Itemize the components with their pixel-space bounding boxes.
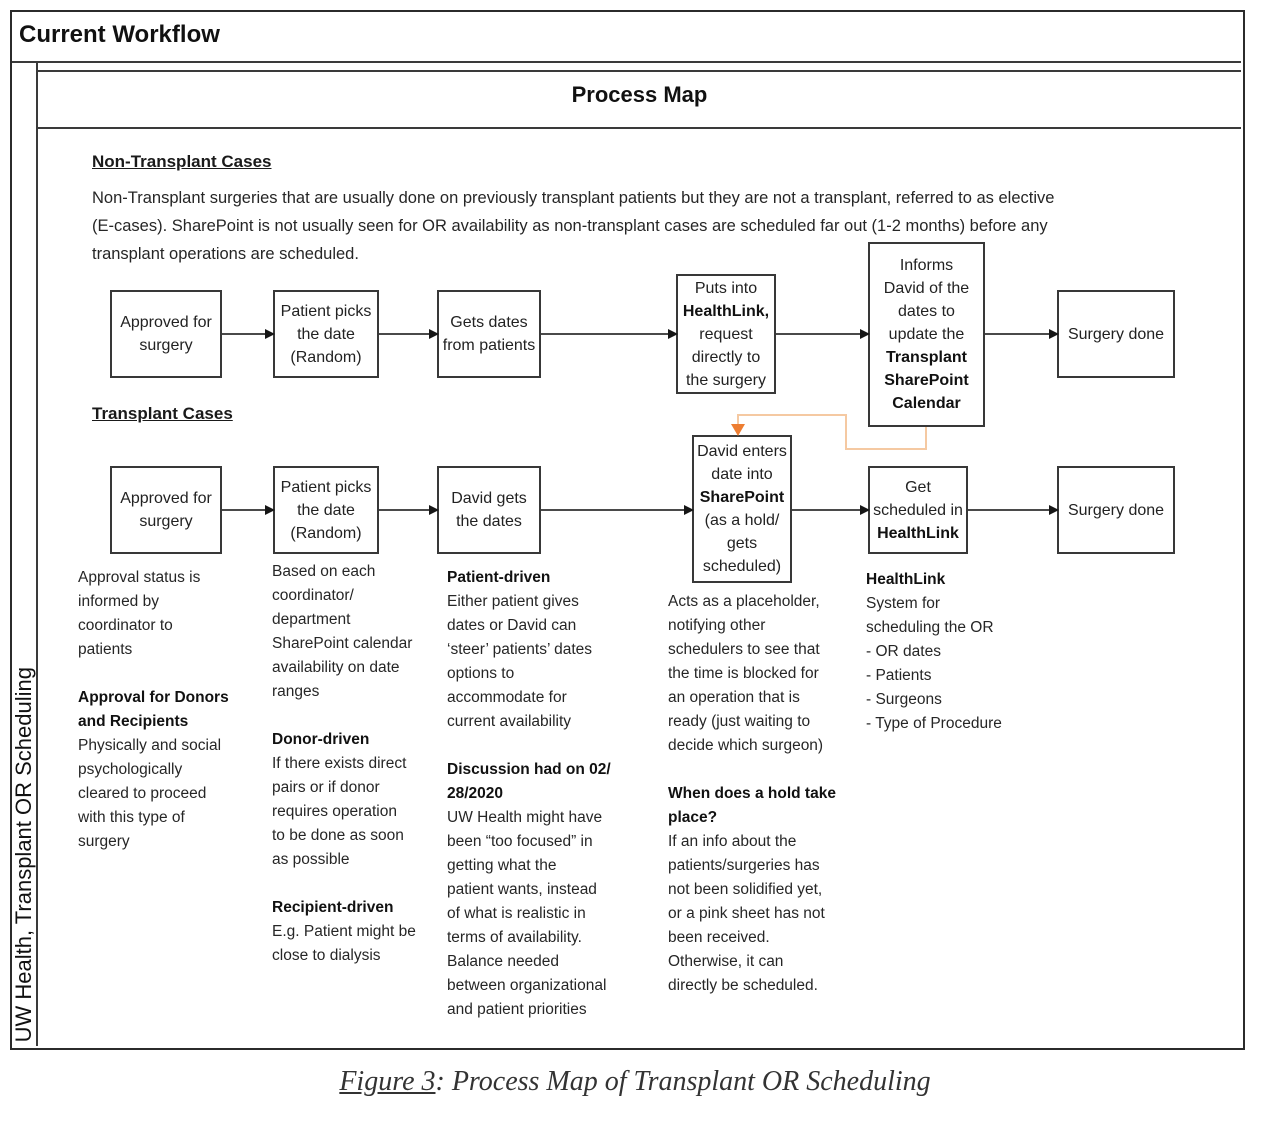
notes-approval: Approval status is informed by coordinat… bbox=[78, 569, 229, 850]
arrow-t-4 bbox=[792, 505, 870, 515]
flow-box-t-approved-for-surgery: Approved for surgery bbox=[110, 466, 222, 554]
connector-orange-seg-5 bbox=[737, 414, 739, 426]
arrow-nt-3 bbox=[541, 329, 678, 339]
connector-orange-arrowhead bbox=[731, 424, 745, 436]
non-transplant-heading: Non-Transplant Cases bbox=[92, 152, 272, 171]
flow-box-nt-approved-for-surgery: Approved for surgery bbox=[110, 290, 222, 378]
flow-box-nt-gets-dates: Gets dates from patients bbox=[437, 290, 541, 378]
process-map-title: Process Map bbox=[571, 82, 708, 107]
figure-border bbox=[10, 10, 1245, 1050]
connector-orange-seg-3 bbox=[845, 414, 847, 450]
figure-caption-label: Figure 3 bbox=[339, 1066, 436, 1097]
connector-orange-seg-1 bbox=[925, 427, 927, 450]
arrow-nt-1 bbox=[222, 329, 275, 339]
arrow-t-2 bbox=[379, 505, 439, 515]
connector-orange-seg-4 bbox=[737, 414, 847, 416]
page-title: Current Workflow bbox=[19, 21, 220, 48]
figure-caption: Figure 3: Process Map of Transplant OR S… bbox=[0, 1066, 1270, 1098]
figure-caption-text: : Process Map of Transplant OR Schedulin… bbox=[435, 1066, 931, 1097]
flow-box-t-patient-picks-date: Patient picks the date (Random) bbox=[273, 466, 379, 554]
frame-top-border bbox=[36, 70, 1241, 72]
sidebar-divider bbox=[36, 62, 38, 1046]
header-divider bbox=[36, 127, 1241, 129]
arrow-nt-4 bbox=[776, 329, 870, 339]
arrow-nt-5 bbox=[985, 329, 1059, 339]
transplant-heading: Transplant Cases bbox=[92, 404, 233, 423]
flow-box-t-david-enters-sharepoint: David enters date into SharePoint (as a … bbox=[692, 435, 792, 583]
flow-box-nt-informs-david: Informs David of the dates to update the… bbox=[868, 242, 985, 427]
flow-box-t-get-scheduled: Get scheduled in HealthLink bbox=[868, 466, 968, 554]
connector-orange-seg-2 bbox=[845, 448, 927, 450]
non-transplant-description: Non-Transplant surgeries that are usuall… bbox=[92, 189, 1055, 263]
arrow-t-5 bbox=[968, 505, 1059, 515]
sidebar: UW Health, Transplant OR Scheduling bbox=[11, 64, 36, 1046]
title-divider bbox=[12, 61, 1241, 63]
flow-box-nt-patient-picks-date: Patient picks the date (Random) bbox=[273, 290, 379, 378]
flow-box-t-david-gets-dates: David gets the dates bbox=[437, 466, 541, 554]
notes-placeholder: Acts as a placeholder, notifying other s… bbox=[668, 593, 836, 994]
notes-date-driven: Based on each coordinator/ department Sh… bbox=[272, 563, 416, 964]
arrow-t-3 bbox=[541, 505, 694, 515]
flow-box-nt-surgery-done: Surgery done bbox=[1057, 290, 1175, 378]
flow-box-nt-puts-into-healthlink: Puts into HealthLink, request directly t… bbox=[676, 274, 776, 394]
flow-box-t-surgery-done: Surgery done bbox=[1057, 466, 1175, 554]
sidebar-label: UW Health, Transplant OR Scheduling bbox=[11, 666, 36, 1042]
arrow-nt-2 bbox=[379, 329, 439, 339]
arrow-t-1 bbox=[222, 505, 275, 515]
